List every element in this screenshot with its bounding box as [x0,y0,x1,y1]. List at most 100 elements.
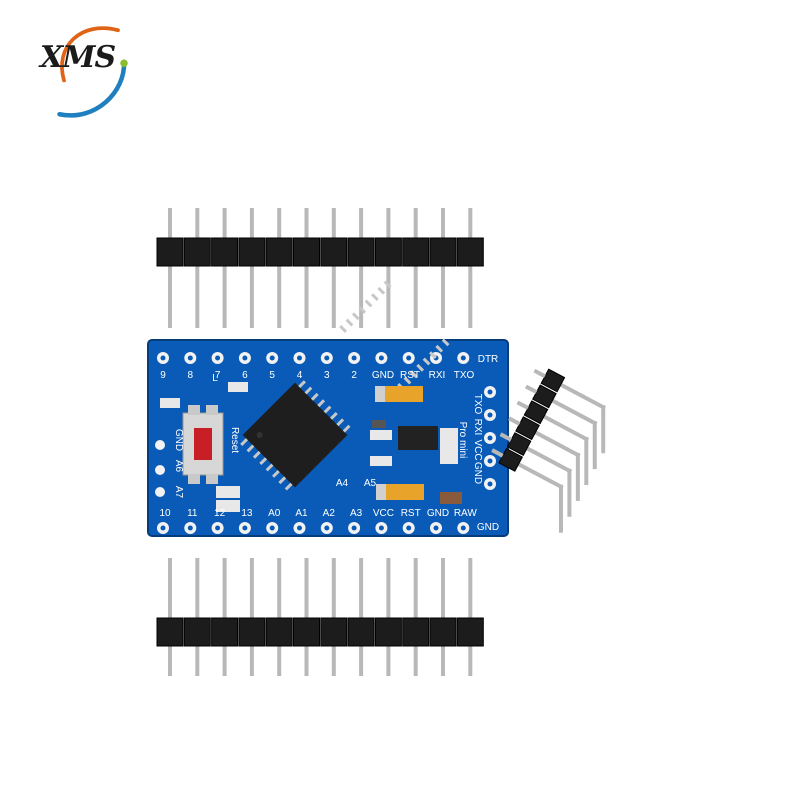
header-pin [386,558,391,676]
header-pin [195,208,200,328]
pin-label: A3 [350,508,363,519]
led-label: L [212,373,218,384]
header-block [211,617,239,647]
pin-label: 12 [214,508,226,519]
angled-pin [517,441,573,474]
pin-label: 8 [188,370,194,381]
header-block [265,617,293,647]
header-block [211,237,239,267]
header-block [320,617,348,647]
pin-label: A5 [364,478,377,489]
header-block [156,237,184,267]
header-block [238,237,266,267]
angled-block [523,400,549,425]
pin-label: GND [472,462,483,484]
header-block [293,237,320,267]
header-block [320,237,348,267]
header-pin [359,208,364,328]
header-pin [249,558,254,676]
pad [155,465,165,475]
header-pin [304,208,309,328]
header-pin [168,208,172,328]
reset-label: Reset [229,427,240,453]
pcb-pads [155,352,496,534]
header-block [402,237,430,267]
top-pin-header [156,208,484,328]
pin-label: RAW [454,508,478,519]
pin-label: A4 [336,478,349,489]
header-pin [168,558,172,676]
pin-label: RST [400,370,420,381]
angled-block [498,447,524,472]
angled-block [515,416,540,441]
angled-block [506,432,532,457]
header-block [265,237,293,267]
pin-label: 11 [187,508,198,519]
header-block [183,617,211,647]
header-pin [413,558,418,676]
header-pin [413,208,418,328]
header-pin [222,208,227,328]
header-pin [468,208,473,328]
brand-logo [57,26,128,118]
angled-pin [551,378,606,410]
pin-label: RST [401,508,421,519]
gnd-corner-label: GND [477,522,499,533]
header-pin [277,208,282,328]
pad [155,487,165,497]
angled-pin-header [491,368,606,533]
header-block [456,617,484,647]
pin-label: 10 [159,508,171,519]
header-pin [441,558,445,676]
pin-label: TXO [472,394,483,415]
bottom-pin-header [156,558,484,676]
header-pin [359,558,364,676]
pin-label: RXI [429,370,446,381]
pin-label: A0 [268,508,281,519]
pin-label: A7 [173,486,184,499]
pin-label: TXO [454,370,475,381]
angled-pin [534,410,590,442]
pin-label: 13 [241,508,253,519]
header-block [429,617,457,647]
pin-label: GND [372,370,394,381]
header-pin [195,558,200,676]
header-block [374,237,402,267]
pin-label: VCC [472,439,483,460]
header-block [402,617,430,647]
header-block [293,617,320,647]
dtr-label: DTR [478,354,499,365]
pin-label: 9 [160,370,166,381]
pin-label: 7 [215,370,221,381]
header-block [156,617,184,647]
header-pin [249,208,254,328]
header-pin [468,558,473,676]
header-block [456,237,484,267]
header-block [429,237,457,267]
smd-components [160,382,462,512]
pin-label: 5 [269,370,275,381]
pin-label: 2 [351,370,357,381]
header-block [347,237,375,267]
header-pin [441,208,445,328]
angled-pin [542,394,598,426]
header-block [374,617,402,647]
angled-pin [525,425,581,458]
header-pin [304,558,309,676]
header-pin [331,208,336,328]
pin-label: 6 [242,370,248,381]
pin-label: 3 [324,370,330,381]
header-pin [331,558,336,676]
pin-label: VCC [373,508,394,519]
pin-label: RXI [472,419,483,436]
logo-text: XMS [40,40,116,75]
angled-pin [508,457,564,490]
pad [155,440,165,450]
pin-label: 4 [297,370,303,381]
header-block [183,237,211,267]
header-block [347,617,375,647]
pin-label: GND [427,508,449,519]
pin-label: A2 [323,508,336,519]
